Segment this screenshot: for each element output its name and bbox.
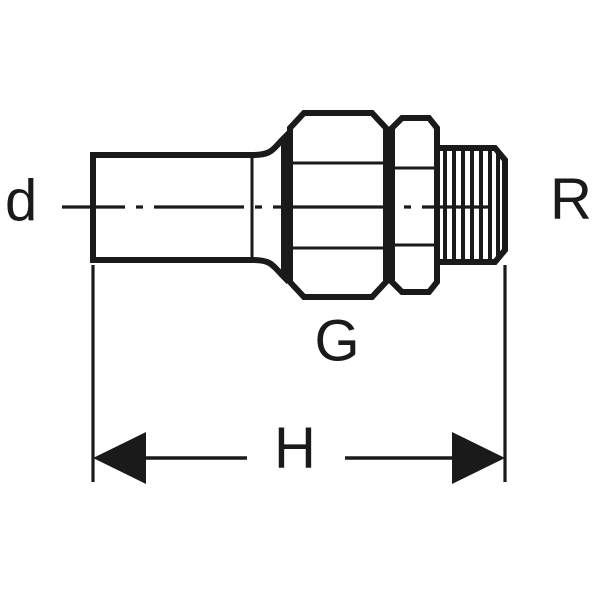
label-r: R <box>550 166 592 231</box>
label-h: H <box>274 415 316 480</box>
arrow-head-left <box>93 432 146 484</box>
label-d: d <box>5 168 37 233</box>
arrow-head-right <box>452 432 505 484</box>
part-body-group <box>90 110 508 300</box>
label-g: G <box>314 308 359 373</box>
dimension-h-group <box>91 265 507 484</box>
centerline-group <box>62 176 542 240</box>
thread-lines-group <box>443 150 500 260</box>
collar-outline <box>389 115 440 295</box>
hex-nut-outline <box>287 110 389 300</box>
